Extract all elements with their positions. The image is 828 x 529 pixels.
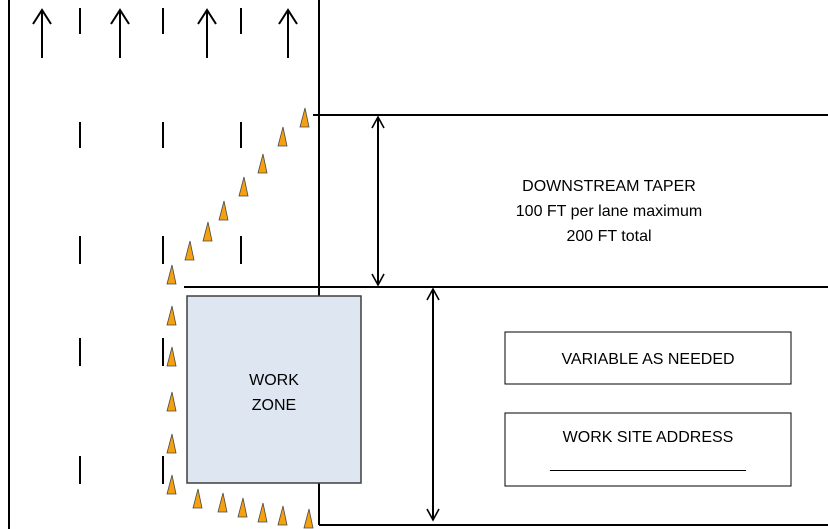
lane-markings — [79, 8, 242, 484]
up-arrow-icon — [278, 8, 298, 58]
address-box-label: WORK SITE ADDRESS — [563, 429, 734, 446]
traffic-cone-icon — [218, 200, 229, 221]
traffic-cone-icon — [166, 474, 177, 495]
traffic-cone-icon — [202, 221, 213, 242]
variable-box — [504, 331, 792, 385]
traffic-cone-icon — [303, 508, 314, 529]
traffic-arrows — [32, 8, 298, 58]
work-zone-label-line1: WORK — [249, 372, 299, 389]
taper-label-line3: 200 FT total — [566, 228, 651, 245]
traffic-cone-icon — [257, 153, 268, 174]
traffic-cone-icon — [166, 305, 177, 326]
address-box-blank: ______________________ — [549, 455, 747, 472]
traffic-cone-icon — [257, 502, 268, 523]
up-arrow-icon — [197, 8, 217, 58]
traffic-cone-icon — [192, 488, 203, 509]
traffic-cone-icon — [277, 126, 288, 147]
traffic-cone-icon — [217, 492, 228, 513]
taper-label-line1: DOWNSTREAM TAPER — [522, 178, 696, 195]
traffic-cone-icon — [299, 107, 310, 128]
traffic-cone-icon — [166, 433, 177, 454]
traffic-cone-icon — [237, 497, 248, 518]
traffic-cone-icon — [184, 240, 195, 261]
traffic-cone-icon — [277, 505, 288, 526]
up-arrow-icon — [32, 8, 52, 58]
taper-label-line2: 100 FT per lane maximum — [516, 203, 702, 220]
work-zone-box — [186, 295, 362, 484]
traffic-cones — [166, 107, 314, 529]
traffic-cone-icon — [238, 176, 249, 197]
traffic-cone-icon — [166, 264, 177, 285]
traffic-cone-icon — [166, 346, 177, 367]
work-zone-label-line2: ZONE — [252, 397, 296, 414]
variable-box-label: VARIABLE AS NEEDED — [561, 351, 734, 368]
traffic-cone-icon — [166, 391, 177, 412]
address-box — [504, 412, 792, 487]
up-arrow-icon — [110, 8, 130, 58]
